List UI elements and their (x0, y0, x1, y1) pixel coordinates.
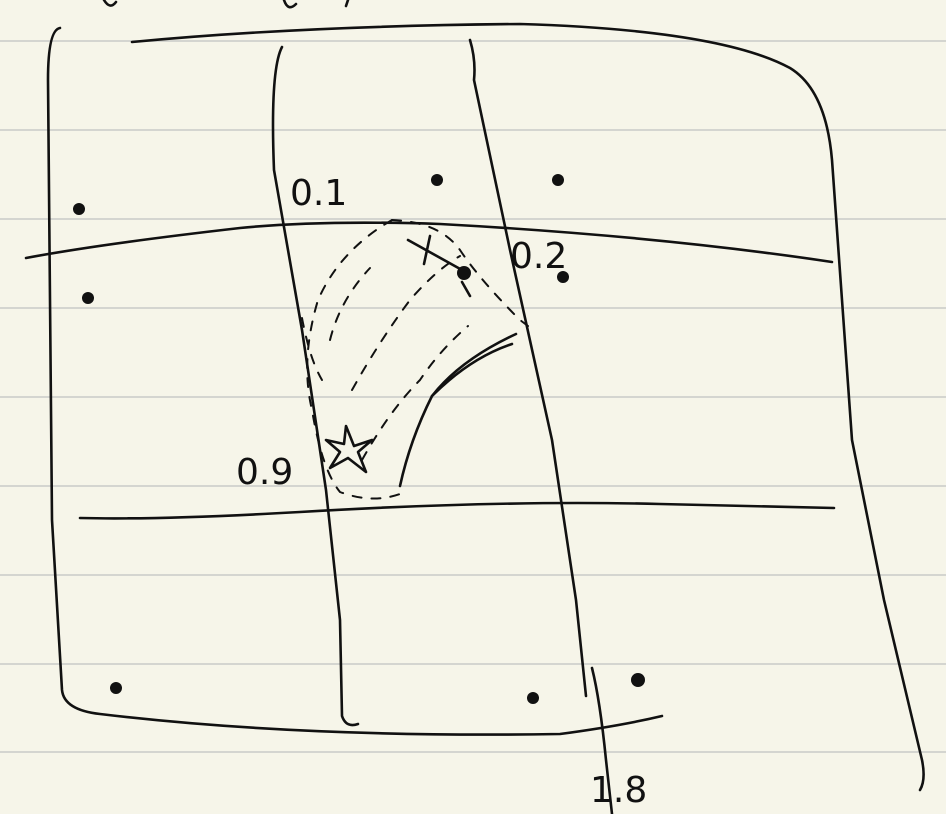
point (431, 174, 443, 186)
point (631, 673, 645, 687)
label-center-right: 0.2 (510, 236, 567, 277)
point (552, 174, 564, 186)
point (110, 682, 122, 694)
grid-outer-border (46, 22, 925, 792)
ruled-lines (0, 40, 946, 753)
grid-horizontal-line-2 (78, 501, 836, 520)
point (457, 266, 471, 280)
grid-vertical-line-1 (271, 45, 360, 727)
top-edge-scribbles (102, 0, 350, 9)
point (73, 203, 85, 215)
label-left-middle: 0.9 (236, 452, 293, 493)
point (557, 271, 569, 283)
grid-horizontal-line-1 (24, 221, 834, 264)
point (82, 292, 94, 304)
grid-vertical-line-3 (590, 666, 614, 814)
dashed-region (301, 219, 529, 500)
grid-vertical-line-2 (468, 38, 588, 698)
sample-points (73, 174, 645, 704)
label-top-left: 0.1 (290, 173, 347, 214)
trajectory-path (398, 234, 518, 488)
label-bottom-right: 1.8 (590, 770, 647, 811)
point (527, 692, 539, 704)
star-icon (324, 424, 374, 474)
